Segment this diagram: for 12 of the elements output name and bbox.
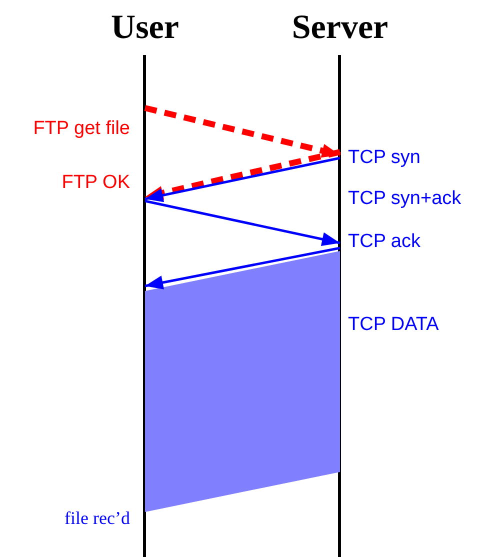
message-label: file rec’d xyxy=(64,507,130,529)
message-arrow xyxy=(144,105,341,158)
message-arrow xyxy=(144,149,341,200)
message-label: TCP syn xyxy=(348,147,421,169)
message-label: TCP syn+ack xyxy=(348,188,462,210)
message-arrow xyxy=(144,246,340,290)
message-label: FTP get file xyxy=(33,118,130,140)
message-label: TCP ack xyxy=(348,231,421,253)
message-arrow xyxy=(144,156,340,202)
message-label: TCP DATA xyxy=(348,314,439,336)
message-arrow xyxy=(144,200,340,246)
message-label: FTP OK xyxy=(62,172,130,194)
